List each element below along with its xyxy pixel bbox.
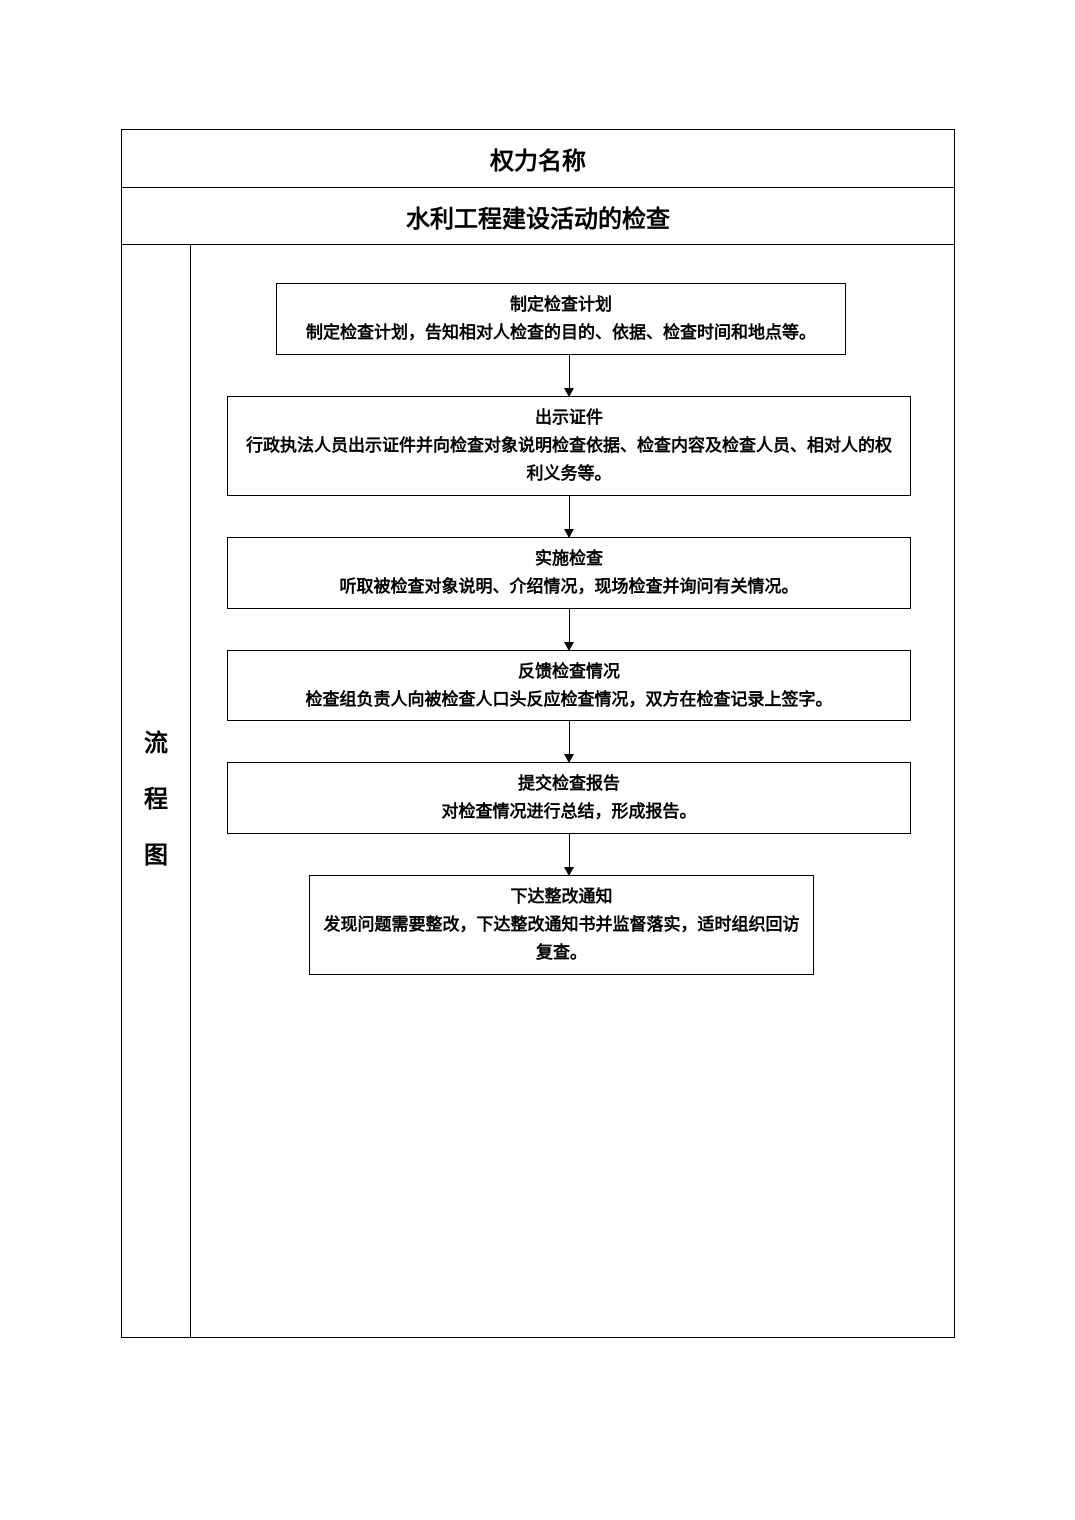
side-char: 图 bbox=[144, 841, 168, 869]
power-table: 权力名称 水利工程建设活动的检查 流 程 图 bbox=[121, 129, 955, 1338]
step-title: 提交检查报告 bbox=[518, 774, 620, 794]
step-title: 反馈检查情况 bbox=[518, 661, 620, 682]
flow-step-credentials: 出示证件 行政执法人员出示证件并向检查对象说明检查依据、检查内容及检查人员、相对… bbox=[227, 396, 911, 496]
flow-step-rectify: 下达整改通知 发现问题需要整改，下达整改通知书并监督落实，适时组织回访复查。 bbox=[309, 875, 814, 975]
step-body: 发现问题需要整改，下达整改通知书并监督落实，适时组织回访复查。 bbox=[323, 915, 800, 963]
step-body: 听取被检查对象说明、介绍情况，现场检查并询问有关情况。 bbox=[339, 577, 799, 597]
flow-arrow bbox=[564, 496, 574, 538]
side-char: 流 bbox=[144, 729, 168, 757]
step-title: 下达整改通知 bbox=[510, 887, 613, 907]
flow-arrow bbox=[564, 721, 574, 763]
table-header-label: 权力名称 bbox=[122, 130, 954, 188]
flow-arrow bbox=[564, 355, 574, 397]
step-title: 实施检查 bbox=[535, 549, 603, 569]
step-title: 制定检查计划 bbox=[510, 295, 612, 315]
flow-step-report: 提交检查报告 对检查情况进行总结，形成报告。 bbox=[227, 762, 911, 834]
step-body: 检查组负责人向被检查人口头反应检查情况，双方在检查记录上签字。 bbox=[305, 689, 833, 710]
flow-arrow bbox=[564, 834, 574, 876]
flow-step-inspect: 实施检查 听取被检查对象说明、介绍情况，现场检查并询问有关情况。 bbox=[227, 537, 911, 609]
flow-step-plan: 制定检查计划 制定检查计划，告知相对人检查的目的、依据、检查时间和地点等。 bbox=[276, 283, 846, 355]
step-body: 对检查情况进行总结，形成报告。 bbox=[441, 802, 697, 822]
side-char: 程 bbox=[144, 785, 168, 813]
flow-step-feedback: 反馈检查情况 检查组负责人向被检查人口头反应检查情况，双方在检查记录上签字。 bbox=[227, 650, 911, 721]
step-body: 行政执法人员出示证件并向检查对象说明检查依据、检查内容及检查人员、相对人的权利义… bbox=[246, 436, 892, 484]
step-title: 出示证件 bbox=[535, 408, 603, 428]
power-name: 水利工程建设活动的检查 bbox=[122, 188, 954, 245]
flow-arrow bbox=[564, 609, 574, 651]
flowchart-label: 流 程 图 bbox=[122, 715, 190, 883]
step-body: 制定检查计划，告知相对人检查的目的、依据、检查时间和地点等。 bbox=[306, 323, 816, 343]
side-column: 流 程 图 bbox=[122, 245, 191, 1337]
